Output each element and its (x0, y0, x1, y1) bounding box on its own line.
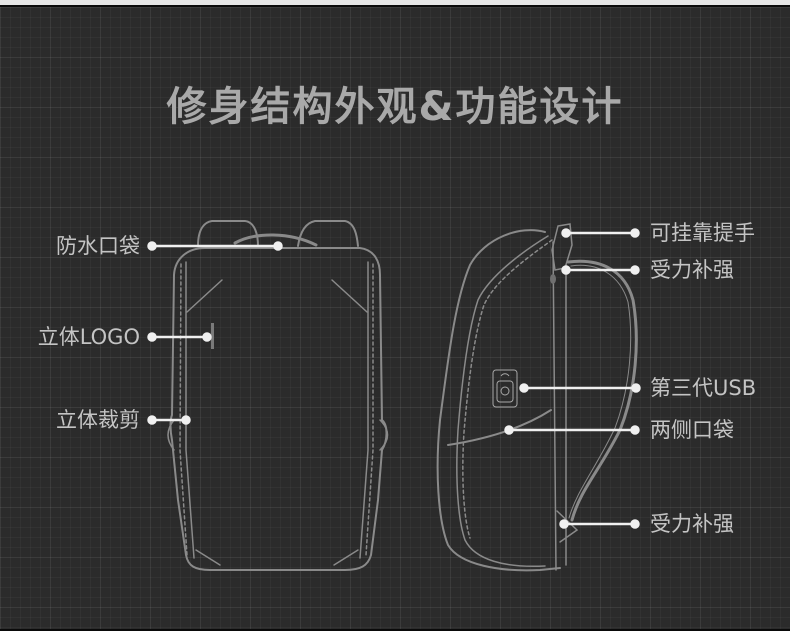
callout-stress-reinforcement-bottom: 受力补强 (650, 512, 734, 536)
callout-3d-logo: 立体LOGO (37, 325, 140, 349)
page-title: 修身结构外观&功能设计 (166, 84, 624, 130)
front-backpack-outline (167, 220, 389, 571)
callout-usb: 第三代USB (650, 376, 757, 400)
callout-waterproof-pocket: 防水口袋 (56, 234, 140, 258)
bottom-divider (0, 629, 790, 631)
top-divider (0, 5, 790, 7)
usb-port-icon (492, 369, 518, 408)
callout-side-pockets: 两侧口袋 (650, 418, 734, 442)
grid-background (0, 7, 790, 629)
top-band (0, 0, 790, 5)
callout-3d-tailoring: 立体裁剪 (56, 408, 140, 432)
side-backpack-outline (436, 223, 638, 572)
logo-mark (211, 323, 214, 349)
callout-leaders (147, 228, 641, 529)
callout-stress-reinforcement-top: 受力补强 (650, 258, 734, 282)
callout-hangable-handle: 可挂靠提手 (650, 221, 755, 245)
